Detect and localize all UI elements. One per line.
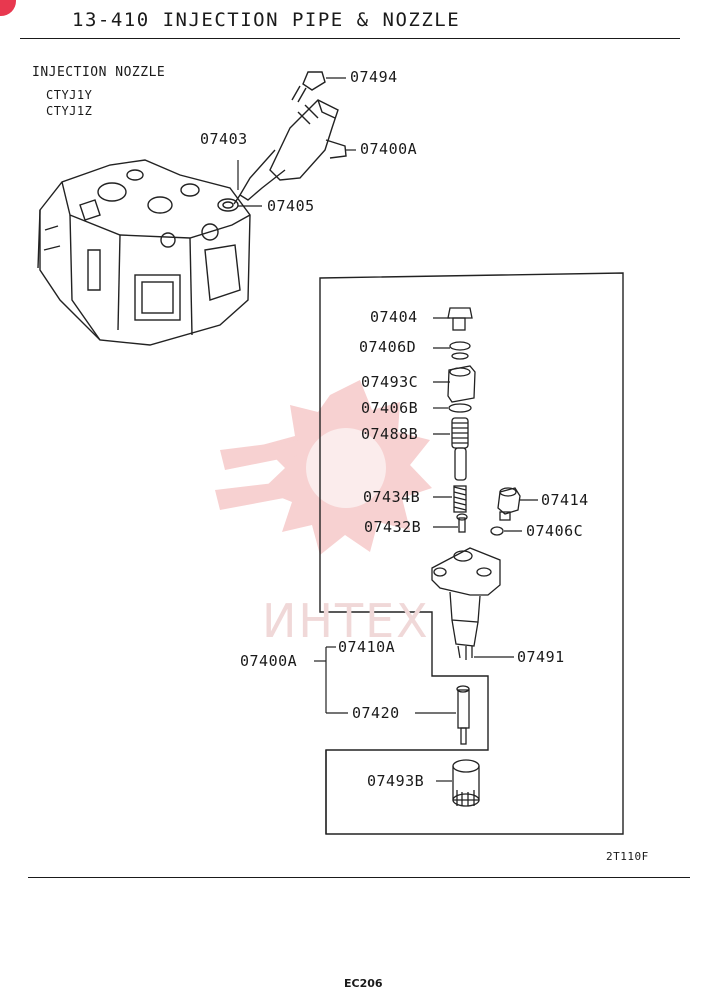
part-label-07404: 07404 <box>370 308 418 326</box>
watermark-text: ИНТЕХ <box>262 594 430 648</box>
cylinder-head <box>37 159 251 346</box>
part-label-07432b: 07432B <box>364 518 422 536</box>
part-label-07488b: 07488B <box>361 425 419 443</box>
part-label-07406b: 07406B <box>361 399 419 417</box>
drawing-code: 2T110F <box>606 850 649 863</box>
part-label-07406c: 07406C <box>526 522 584 540</box>
part-label-07420: 07420 <box>352 704 400 722</box>
part-label-07410a: 07410A <box>338 638 396 656</box>
watermark-gear <box>215 380 432 555</box>
injector-assembly-top <box>217 71 347 212</box>
part-label-07494: 07494 <box>350 68 398 86</box>
leader-lines <box>237 77 538 782</box>
model-code: CTYJ1Y <box>46 88 93 102</box>
part-label-07400a-assembly: 07400A <box>240 652 298 670</box>
part-label-07493c: 07493C <box>361 373 419 391</box>
exploded-parts <box>431 307 521 807</box>
part-label-07403: 07403 <box>200 130 248 148</box>
page-title: 13-410 INJECTION PIPE & NOZZLE <box>72 9 461 31</box>
part-label-07493b: 07493B <box>367 772 425 790</box>
model-code: CTYJ1Z <box>46 104 93 118</box>
section-title: INJECTION NOZZLE <box>32 65 166 80</box>
bottom-rule <box>28 877 690 878</box>
title-rule <box>20 38 680 39</box>
part-label-07491: 07491 <box>517 648 565 666</box>
part-label-07400a: 07400A <box>360 140 418 158</box>
part-label-07414: 07414 <box>541 491 589 509</box>
part-label-07405: 07405 <box>267 197 315 215</box>
part-label-07406d: 07406D <box>359 338 417 356</box>
page-number: EC206 <box>344 977 383 990</box>
exploded-view-frame <box>319 272 624 835</box>
part-label-07434b: 07434B <box>363 488 421 506</box>
